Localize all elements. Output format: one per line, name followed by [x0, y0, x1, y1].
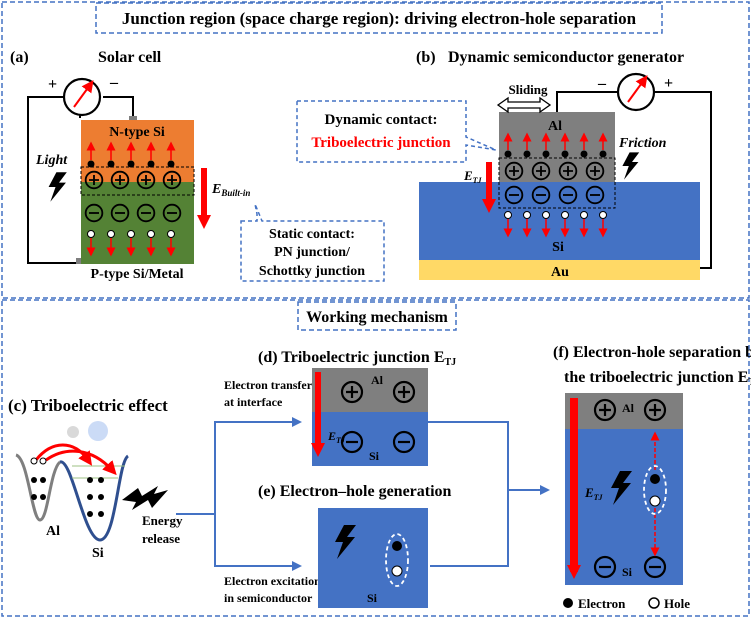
panel-a-junction-box — [80, 166, 195, 196]
transfer-arrow-2 — [45, 449, 117, 476]
builtin-field-label: EBuilt-in — [211, 182, 250, 198]
panel-f-title-line2: the triboelectric junction ETJ — [564, 369, 751, 388]
legend-hole-icon — [648, 597, 660, 609]
panel-e-pair-ellipse — [385, 533, 409, 587]
panel-d-al-layer — [312, 368, 428, 412]
panel-b-holes — [503, 211, 608, 238]
legend-electron-label: Electron — [578, 596, 626, 611]
top-title: Junction region (space charge region): d… — [122, 9, 637, 28]
excite-label-line1: Electron excitation — [224, 574, 321, 588]
panel-e-si-block — [318, 508, 428, 608]
panel-f-pair-ellipse — [643, 465, 667, 515]
si-potential-well — [59, 454, 130, 542]
panel-d-al-label: Al — [371, 373, 384, 387]
panel-f-hole — [649, 495, 661, 507]
panel-d-si-layer — [312, 412, 428, 466]
panel-a-electrons — [86, 141, 176, 168]
panel-b-title: Dynamic semiconductor generator — [448, 49, 684, 66]
flow-arrow-e-to-f — [430, 490, 509, 567]
panel-d-title: (d) Triboelectric junction ETJ — [258, 349, 456, 368]
panel-f-si-label: Si — [622, 565, 633, 579]
panel-f-field-label: ETJ — [584, 485, 604, 502]
panel-b-meter-plus: + — [664, 75, 673, 92]
panel-b-meter-icon — [616, 72, 656, 112]
si-energy-levels — [72, 465, 125, 479]
bottom-section-frame — [1, 299, 750, 617]
bottom-title: Working mechanism — [306, 309, 448, 326]
panel-b-field-label: ETJ — [463, 168, 483, 185]
panel-c-electrons — [30, 457, 104, 517]
friction-bolt-icon — [622, 152, 640, 180]
panel-a-title: Solar cell — [98, 49, 162, 66]
legend-hole-label: Hole — [664, 596, 690, 611]
p-type-label: P-type Si/Metal — [91, 267, 184, 282]
panel-f-al-label: Al — [622, 401, 635, 415]
panel-b-electrons — [503, 132, 608, 158]
panel-b-al-label: Al — [548, 119, 562, 134]
panel-b-si-label: Si — [552, 240, 564, 255]
dynamic-callout-line2: Triboelectric junction — [311, 135, 451, 151]
panel-b-meter-minus: – — [597, 75, 607, 92]
panel-e-electron — [392, 541, 402, 551]
energy-release-line1: Energy — [142, 513, 183, 528]
panel-a-tag: (a) — [10, 49, 29, 66]
panel-d-si-label: Si — [369, 449, 380, 463]
light-bolt-icon — [48, 172, 67, 202]
panel-a-meter-plus: + — [48, 76, 57, 93]
bottom-title-box — [297, 301, 457, 331]
flow-arrow-d-to-f — [428, 421, 550, 495]
panel-a-top-contact — [129, 116, 137, 121]
dynamic-callout-line1: Dynamic contact: — [325, 112, 438, 128]
transfer-label-line2: at interface — [224, 395, 283, 409]
panel-b-tag: (b) — [416, 49, 436, 66]
excite-label-line2: in semiconductor — [224, 591, 313, 605]
panel-d-field-label: ETJ — [327, 429, 346, 445]
energy-release-bolt-icon — [122, 486, 168, 510]
top-title-box — [95, 2, 663, 34]
panel-b-circuit-wire — [556, 91, 712, 269]
panel-c-glow-small — [67, 426, 79, 438]
energy-release-line2: release — [142, 531, 180, 546]
static-callout-line3: Schottky junction — [259, 264, 365, 279]
panel-a-meter-icon — [62, 77, 102, 117]
panel-c-al-label: Al — [46, 524, 60, 539]
sliding-arrow-icon — [496, 96, 552, 114]
light-label: Light — [35, 153, 68, 168]
panel-f-si-layer — [565, 429, 683, 585]
panel-b-au-layer — [419, 260, 700, 280]
panel-a-holes — [86, 230, 176, 257]
static-contact-callout — [240, 203, 385, 282]
friction-label: Friction — [618, 136, 667, 151]
static-callout-line2: PN junction/ — [274, 245, 351, 260]
flow-arrow-to-d — [176, 417, 302, 515]
n-type-label: N-type Si — [109, 125, 165, 140]
sliding-label: Sliding — [508, 82, 548, 97]
flow-arrow-to-e — [214, 514, 302, 571]
panel-a-meter-minus: – — [109, 74, 119, 91]
panel-c-glow-left — [88, 421, 108, 441]
panel-a-bottom-contact — [76, 258, 84, 264]
panel-c-title: (c) Triboelectric effect — [8, 396, 168, 415]
panel-e-hole — [391, 565, 403, 577]
transfer-arrow-1 — [34, 443, 93, 466]
panel-e-si-label: Si — [367, 591, 378, 605]
top-section-frame — [1, 1, 750, 299]
legend-electron-icon — [563, 598, 573, 608]
panel-b-au-label: Au — [551, 265, 569, 280]
panel-c-si-label: Si — [92, 546, 104, 561]
panel-f-electron — [650, 474, 660, 484]
panel-b-junction-box — [498, 157, 616, 209]
panel-f-al-layer — [565, 393, 683, 429]
al-potential-well — [15, 453, 62, 522]
panel-e-title: (e) Electron–hole generation — [258, 483, 452, 500]
p-type-layer — [81, 182, 194, 264]
dynamic-contact-callout — [296, 100, 497, 163]
static-callout-line1: Static contact: — [269, 227, 355, 242]
panel-f-title-line1: (f) Electron-hole separation by — [553, 344, 751, 361]
transfer-label-line1: Electron transfer — [224, 378, 313, 392]
